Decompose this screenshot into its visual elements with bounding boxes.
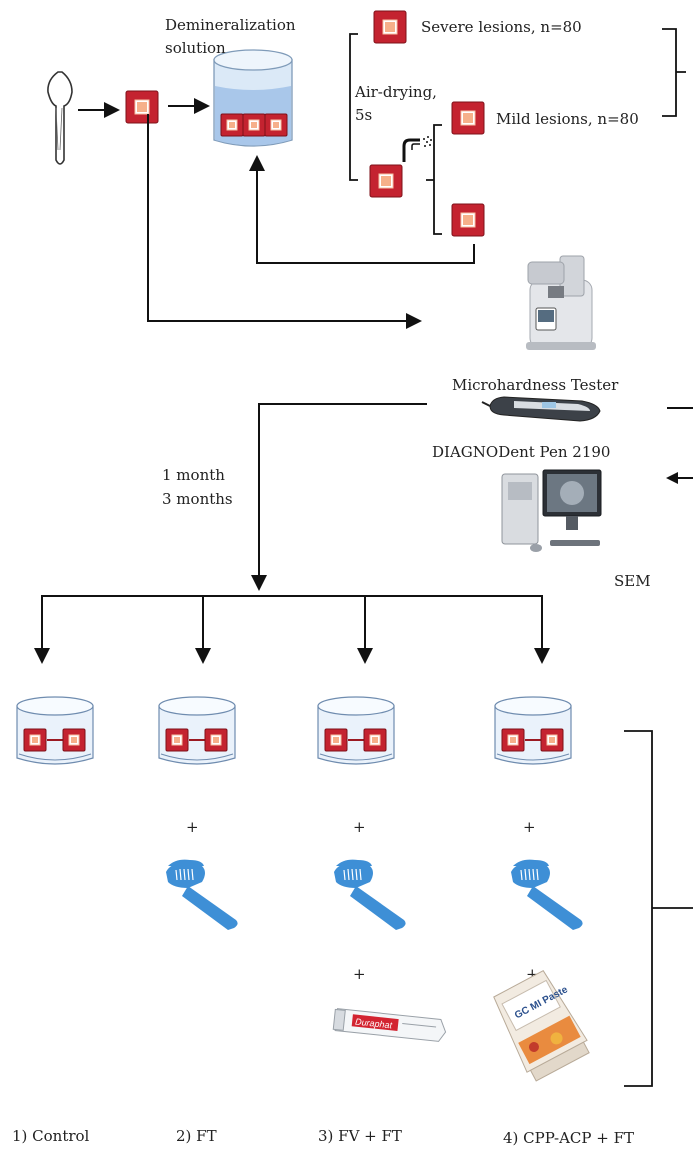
- group-4-toothbrush-icon: [510, 858, 584, 931]
- arrow-tester-to-groups: [251, 403, 427, 591]
- diagnodent-pen-icon: [481, 396, 601, 422]
- tooth-icon: [47, 71, 73, 165]
- microhardness-tester-icon: [526, 255, 596, 350]
- severe-lesion-sample-icon: [373, 10, 407, 44]
- right-top-bracket: [662, 28, 686, 117]
- group-3-beaker-icon: [318, 697, 394, 764]
- group-3-label: 3) FV + FT: [318, 1127, 402, 1145]
- fluoride-varnish-tube-icon: Duraphat: [332, 1008, 447, 1042]
- demineralization-beaker-icon: [213, 49, 293, 147]
- solution-label: solution: [165, 39, 226, 57]
- demineralization-label: Demineralization: [165, 16, 296, 34]
- group-3-plus: +: [353, 818, 366, 836]
- air-drying-label: Air-drying,: [354, 83, 437, 101]
- microhardness-tester-label: Microhardness Tester: [452, 376, 619, 394]
- group-2-beaker-icon: [159, 697, 235, 764]
- group-3-toothbrush-icon: [333, 858, 407, 931]
- group-4-beaker-icon: [495, 697, 571, 764]
- arrow-sample-to-tester: [147, 114, 422, 329]
- lesion-bracket: [349, 33, 358, 181]
- group-2-toothbrush-icon: [165, 858, 239, 931]
- group-3-plus-2: +: [353, 965, 366, 983]
- air-dried-sample-icon: [369, 164, 403, 198]
- group-4-plus: +: [523, 818, 536, 836]
- one-month-label: 1 month: [162, 466, 225, 484]
- group-1-label: 1) Control: [12, 1127, 90, 1145]
- enamel-sample-icon: [125, 90, 159, 124]
- mild-lesions-label: Mild lesions, n=80: [496, 110, 639, 128]
- mild-lesion-sample-2-icon: [451, 203, 485, 237]
- group-2-plus: +: [186, 818, 199, 836]
- mild-lesion-bracket: [426, 124, 442, 235]
- diagnodent-pen-label: DIAGNODent Pen 2190: [432, 443, 610, 461]
- three-months-label: 3 months: [162, 490, 233, 508]
- mild-lesion-sample-icon: [451, 101, 485, 135]
- group-4-label: 4) CPP-ACP + FT: [503, 1129, 634, 1147]
- sem-computer-icon: [501, 469, 602, 552]
- cpp-acp-paste-tube-icon: GC MI Paste: [493, 970, 590, 1082]
- groups-bracket: [624, 730, 693, 1087]
- air-syringe-icon: [402, 136, 432, 162]
- group-1-beaker-icon: [17, 697, 93, 764]
- svg-text:Duraphat: Duraphat: [355, 1017, 393, 1031]
- air-drying-time-label: 5s: [355, 106, 372, 124]
- sem-label: SEM: [614, 572, 651, 590]
- group-2-label: 2) FT: [176, 1127, 217, 1145]
- severe-lesions-label: Severe lesions, n=80: [421, 18, 582, 36]
- arrow-back-to-solution: [249, 155, 475, 264]
